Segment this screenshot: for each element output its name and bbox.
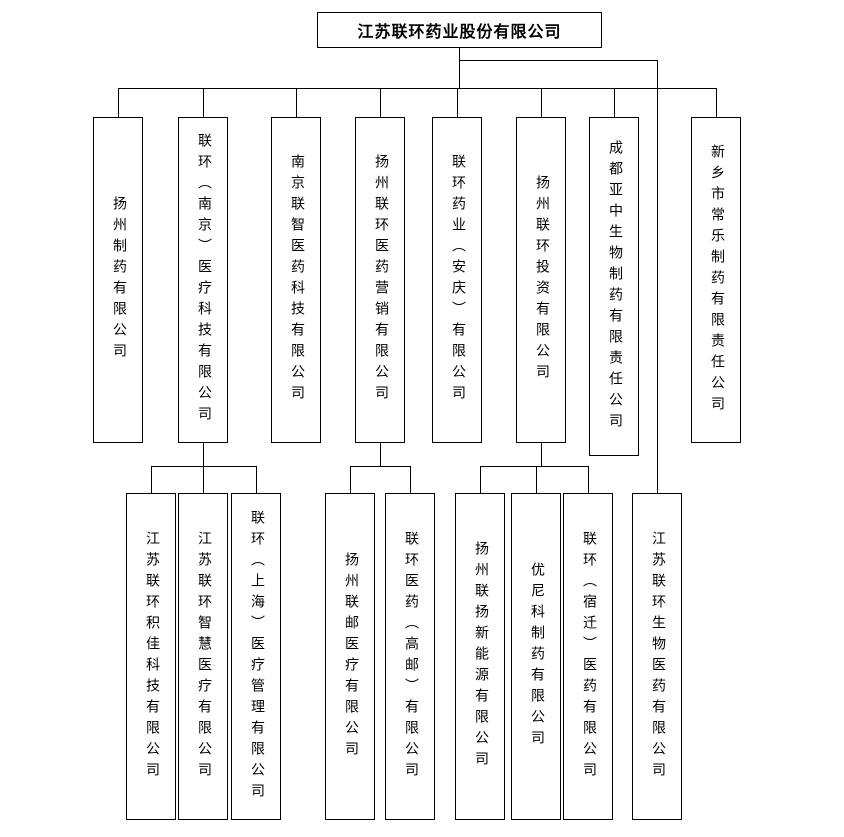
org-box-l2-1: 江苏联环积佳科技有限公司 xyxy=(126,493,176,820)
org-box-l2-9: 江苏联环生物医药有限公司 xyxy=(632,493,682,820)
org-box-l2-2: 江苏联环智慧医疗有限公司 xyxy=(178,493,228,820)
org-box-l2-3: 联环（上海）医疗管理有限公司 xyxy=(231,493,281,820)
connector-drop-l2-5 xyxy=(410,466,411,493)
connector-drop-l1-8 xyxy=(716,88,717,117)
connector-drop-l2-2 xyxy=(203,466,204,493)
org-box-l2-8: 联环（宿迁）医药有限公司 xyxy=(563,493,613,820)
org-box-l1-8: 新乡市常乐制药有限责任公司 xyxy=(691,117,741,443)
org-box-l1-4: 扬州联环医药营销有限公司 xyxy=(355,117,405,443)
connector-drop-l1-4 xyxy=(380,88,381,117)
org-box-l2-4: 扬州联邮医疗有限公司 xyxy=(325,493,375,820)
org-box-l1-2: 联环（南京）医疗科技有限公司 xyxy=(178,117,228,443)
connector-drop-l1-5 xyxy=(457,88,458,117)
connector-drop-l1-1 xyxy=(118,88,119,117)
org-box-root: 江苏联环药业股份有限公司 xyxy=(317,12,602,48)
org-box-l1-6: 扬州联环投资有限公司 xyxy=(516,117,566,443)
connector-branch-right xyxy=(459,60,658,61)
connector-drop-l2-6 xyxy=(480,466,481,493)
org-box-l2-6: 扬州联扬新能源有限公司 xyxy=(455,493,505,820)
connector-groupC-stem xyxy=(541,443,542,466)
org-box-l1-1: 扬州制药有限公司 xyxy=(93,117,143,443)
connector-groupB-stem xyxy=(380,443,381,466)
org-box-l1-3: 南京联智医药科技有限公司 xyxy=(271,117,321,443)
connector-drop-l1-6 xyxy=(541,88,542,117)
connector-drop-l2-7 xyxy=(536,466,537,493)
connector-groupC-horizontal xyxy=(480,466,589,467)
connector-drop-l1-2 xyxy=(203,88,204,117)
org-box-l2-5: 联环医药（高邮）有限公司 xyxy=(385,493,435,820)
connector-groupA-horizontal xyxy=(151,466,257,467)
connector-groupA-stem xyxy=(203,443,204,466)
connector-drop-l2-4 xyxy=(350,466,351,493)
org-box-l1-5: 联环药业（安庆）有限公司 xyxy=(432,117,482,443)
connector-drop-l2-8 xyxy=(588,466,589,493)
connector-drop-l1-3 xyxy=(296,88,297,117)
connector-main-horizontal xyxy=(118,88,717,89)
connector-groupB-horizontal xyxy=(350,466,411,467)
connector-long-drop-bio xyxy=(657,60,658,493)
connector-drop-l1-7 xyxy=(614,88,615,117)
org-box-l1-7: 成都亚中生物制药有限责任公司 xyxy=(589,117,639,456)
connector-root-stem xyxy=(459,48,460,89)
connector-drop-l2-3 xyxy=(256,466,257,493)
org-box-l2-7: 优尼科制药有限公司 xyxy=(511,493,561,820)
connector-drop-l2-1 xyxy=(151,466,152,493)
